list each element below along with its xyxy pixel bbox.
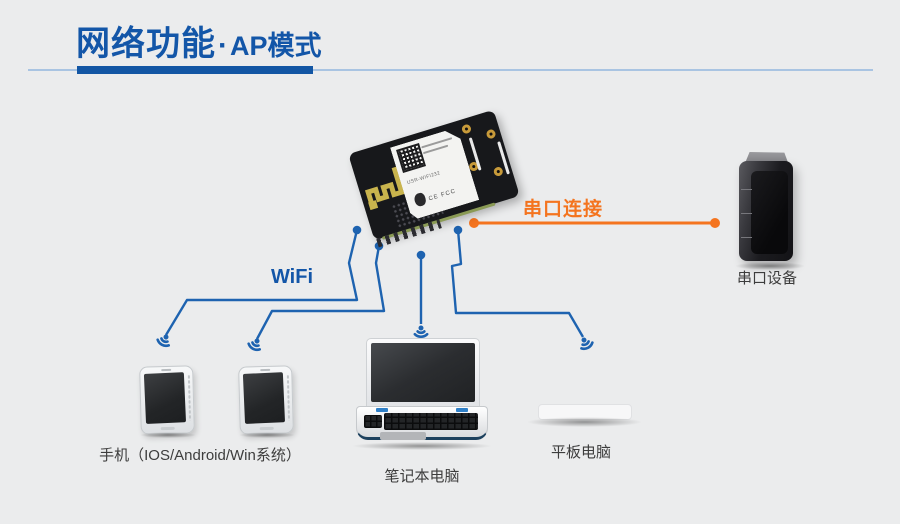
serial-device — [738, 152, 796, 262]
laptop-hinge-accent — [456, 408, 468, 412]
laptop-screen-frame — [366, 338, 480, 408]
laptop-keyboard-cluster — [364, 415, 382, 428]
tablet-label: 平板电脑 — [550, 444, 611, 461]
page-title-main: 网络功能 — [76, 25, 216, 63]
laptop-label: 笔记本电脑 — [384, 468, 460, 485]
phone-screen — [242, 372, 286, 424]
serial-device-seam — [741, 237, 752, 238]
phone-shadow — [140, 432, 196, 438]
phone-home-bar — [259, 426, 274, 431]
serial-device-seam — [741, 189, 752, 190]
phone-speaker — [260, 368, 271, 372]
serial-connection-label: 串口连接 — [522, 199, 603, 220]
laptop-hinge-accent — [376, 408, 388, 412]
wifi-signal-icon — [576, 333, 595, 352]
wifi-connection-label: WiFi — [270, 266, 314, 288]
page-title-separator: · — [218, 29, 228, 62]
header-divider-accent — [77, 66, 313, 74]
serial-device-shadow — [735, 262, 805, 270]
laptop-shadow — [352, 442, 492, 450]
wifi-link-paths — [164, 229, 585, 340]
serial-device-body — [739, 161, 793, 261]
module-antenna-trace — [364, 166, 405, 211]
laptop-screen — [371, 343, 475, 402]
phone-side-texture — [187, 374, 192, 421]
serial-device-label: 串口设备 — [736, 270, 797, 287]
wifi-signal-icon — [246, 334, 265, 353]
page-title-sub: AP模式 — [230, 31, 322, 61]
tablet-device — [538, 404, 632, 420]
laptop-device — [356, 338, 488, 446]
phone-home-bar — [160, 426, 175, 431]
wifi-signal-icon — [155, 330, 174, 349]
wifi-link-tablet — [450, 229, 585, 338]
page-title: 网络功能·AP模式 — [76, 16, 322, 65]
phone-speaker — [161, 368, 172, 372]
phone-side-texture — [286, 374, 291, 421]
laptop-trackpad — [380, 432, 426, 440]
wifi-link-phone2 — [255, 245, 386, 340]
header-divider-line — [28, 69, 873, 71]
usr-mascot-logo — [413, 192, 427, 208]
certification-marks: CE FCC — [428, 188, 457, 203]
phone-device — [139, 365, 195, 435]
phone-shadow — [239, 432, 295, 438]
serial-device-seam — [741, 213, 752, 214]
phone-screen — [143, 372, 187, 424]
phone-device — [238, 365, 294, 435]
wifi-signal-icon — [413, 324, 429, 339]
module-label-text: USR-WIFI232 — [406, 170, 442, 187]
laptop-keyboard — [384, 413, 478, 430]
serial-device-front — [751, 171, 788, 254]
wifi-module: USR-WIFI232 CE FCC — [348, 109, 520, 248]
phones-label: 手机（IOS/Android/Win系统） — [99, 447, 301, 464]
tablet-shadow — [527, 417, 642, 427]
